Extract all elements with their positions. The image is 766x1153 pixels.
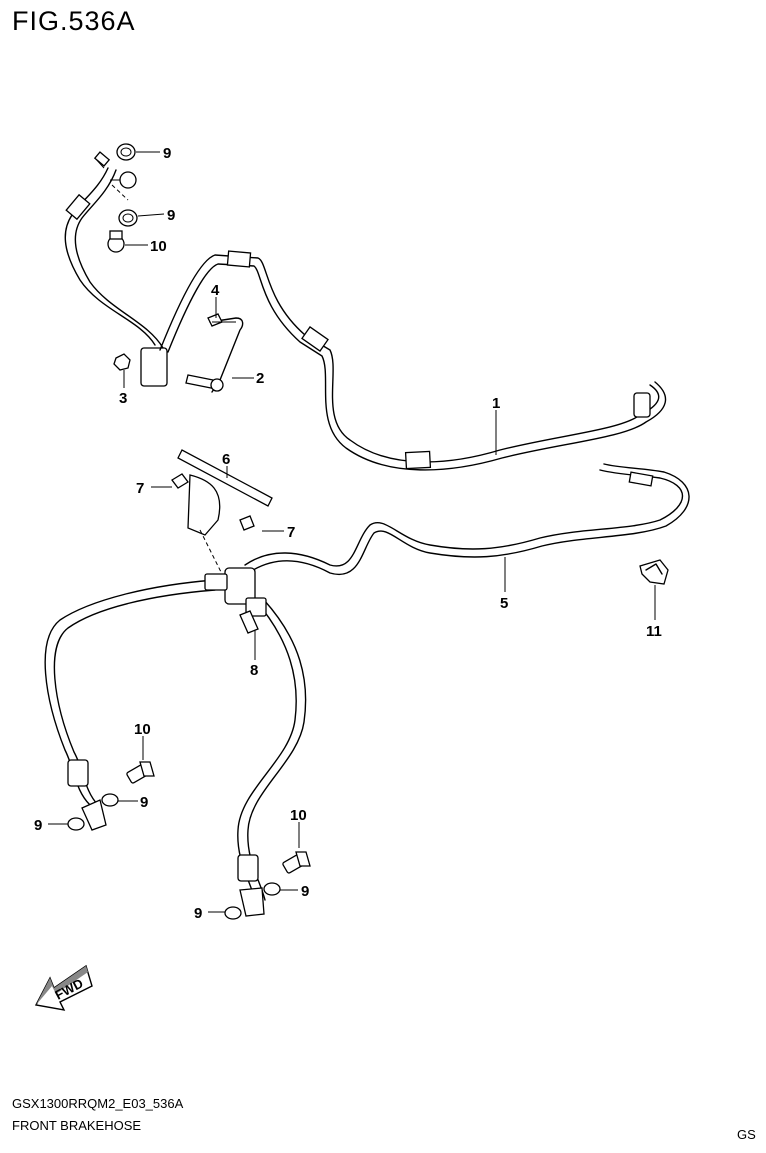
callout-2: 2	[256, 370, 264, 387]
callout-5: 5	[500, 595, 508, 612]
callout-9: 9	[34, 817, 42, 834]
lower-bolts-washers	[67, 761, 311, 920]
brake-hose-junction	[171, 449, 273, 605]
callout-9: 9	[163, 145, 171, 162]
callout-8: 8	[250, 662, 258, 679]
callout-11: 11	[646, 623, 662, 640]
callout-4: 4	[211, 282, 220, 299]
fwd-label: FWD	[52, 975, 85, 1002]
fwd-arrow-icon: FWD	[34, 964, 93, 1011]
figure-name: FRONT BRAKEHOSE	[12, 1118, 142, 1133]
callout-9: 9	[167, 207, 175, 224]
figure-code: GSX1300RRQM2_E03_536A	[12, 1096, 184, 1111]
hose-clamp-bracket	[113, 313, 244, 393]
callout-6: 6	[222, 451, 230, 468]
callout-3: 3	[119, 390, 127, 407]
callout-9: 9	[140, 794, 148, 811]
hose-clip	[639, 559, 669, 585]
callout-10: 10	[134, 721, 151, 738]
left-caliper-hose	[44, 573, 228, 831]
callout-7: 7	[136, 480, 144, 497]
upper-hose-banjo	[140, 347, 168, 387]
callout-7: 7	[287, 524, 295, 541]
callout-9: 9	[301, 883, 309, 900]
right-caliper-hose	[237, 597, 307, 917]
callout-1: 1	[492, 395, 500, 412]
figure-title: FIG.536A	[12, 6, 136, 36]
lower-brake-hose	[244, 463, 690, 576]
callout-10: 10	[150, 238, 167, 255]
callout-9: 9	[194, 905, 202, 922]
callout-labels: 9 9 10 4 2 3 1 6 7 7 5 8 11 10 9 9 10 9 …	[34, 145, 662, 922]
leader-lines	[48, 151, 656, 913]
callout-10: 10	[290, 807, 307, 824]
region-code: GS	[737, 1127, 756, 1142]
upper-brake-hose	[64, 151, 667, 471]
upper-washers	[107, 143, 138, 253]
